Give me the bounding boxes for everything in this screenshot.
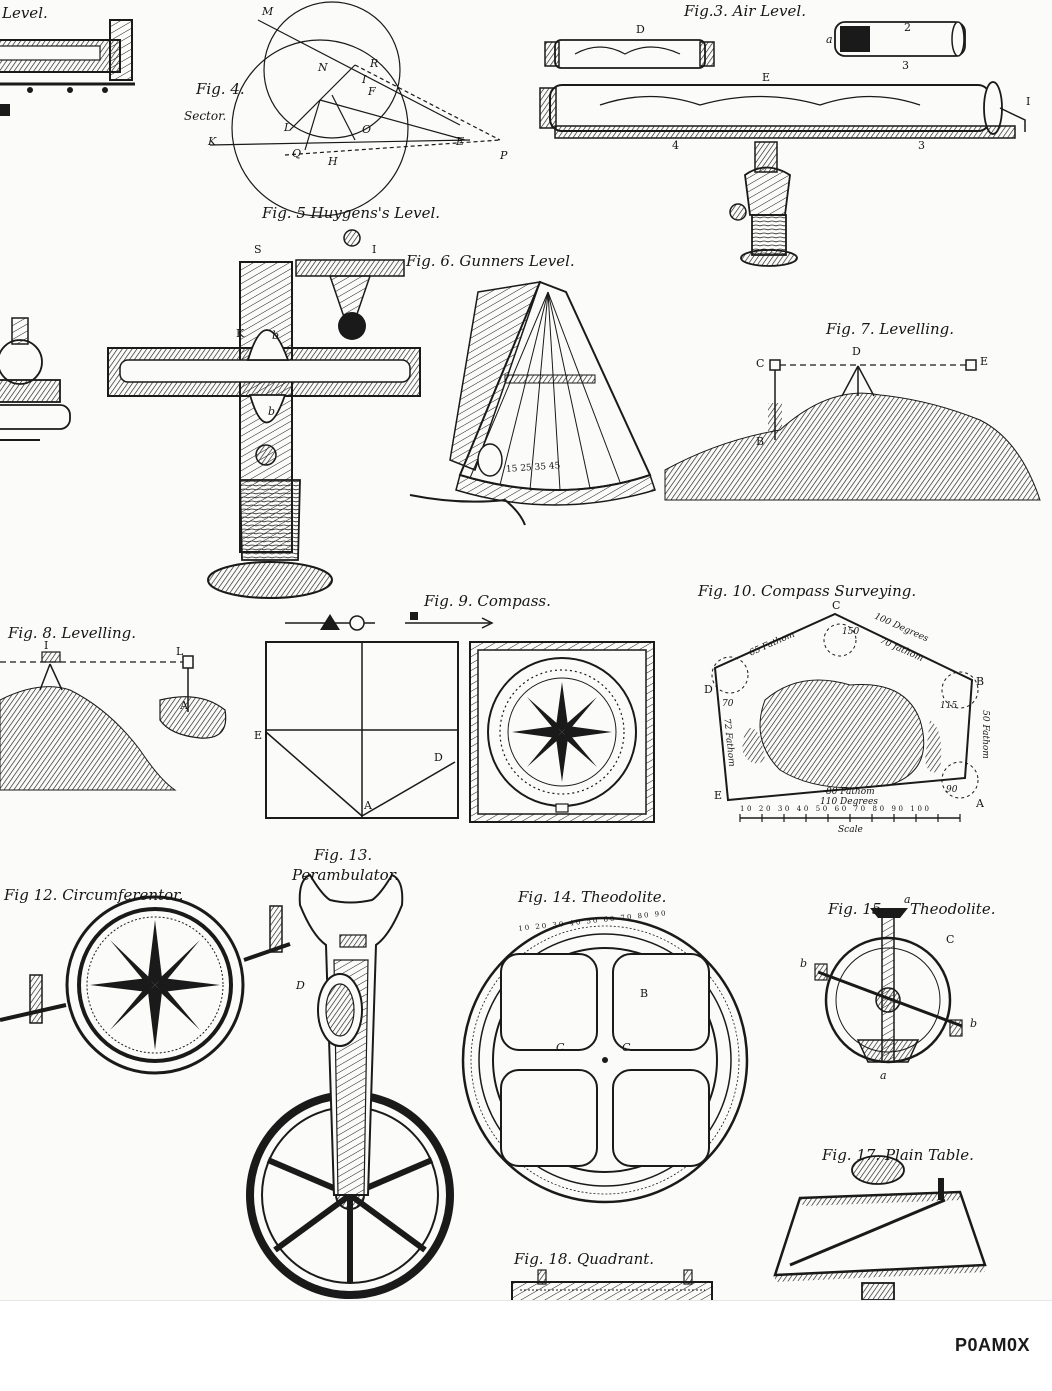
- fig4-letter-k: K: [208, 135, 217, 148]
- fig4-letter-m: M: [262, 5, 274, 18]
- fig10-note-bottom-degrees: 110 Degrees: [820, 797, 878, 807]
- fig4-letter-h: H: [328, 155, 338, 168]
- fig9-letter-a: A: [364, 799, 372, 812]
- fig4-letter-n: N: [318, 61, 328, 74]
- fig13-caption: Perambulator.: [292, 866, 399, 884]
- fig10-letter-e: E: [714, 789, 723, 802]
- fig4-letter-p: P: [500, 149, 508, 162]
- fig13-perambulator-drawing: [246, 873, 454, 1299]
- fig8-letter-i: I: [44, 639, 49, 652]
- stock-id: P0AM0X: [954, 1335, 1030, 1355]
- fig4-letter-e: E: [456, 135, 465, 148]
- fig15-letter-b1: b: [800, 957, 808, 970]
- fig4-letter-r: R: [370, 57, 379, 70]
- fig3-letter-e: E: [762, 71, 771, 84]
- fig10-note-115: 115: [940, 701, 958, 711]
- fig5-letter-i: I: [372, 243, 377, 256]
- fig7-levelling-drawing: [664, 359, 1041, 501]
- fig10-note-70: 70: [722, 699, 734, 709]
- plate-illustrations: [0, 1, 1041, 1300]
- fig8-levelling-drawing: [0, 651, 227, 791]
- fig8-letter-a: A: [180, 699, 188, 712]
- fig7-letter-e: E: [980, 355, 989, 368]
- fig12-circumferentor-drawing: [0, 895, 291, 1075]
- fig5-letter-k: K: [236, 327, 245, 340]
- fig10-note-150: 150: [842, 627, 860, 637]
- fig15-letter-b2: b: [970, 1017, 978, 1030]
- fig4-letter-l: L: [284, 121, 292, 134]
- fig10-note-right: 50 Fathom: [979, 710, 990, 759]
- fig1-caption: Level.: [2, 4, 48, 22]
- fig5-huygens-level-drawing: [107, 229, 421, 599]
- fig9-letter-d: D: [434, 751, 443, 764]
- fig10-letter-b: B: [976, 675, 985, 688]
- fig10-letter-a: A: [976, 797, 984, 810]
- fig7-letter-b: B: [756, 435, 765, 448]
- fig10-scale-numbers: 10 20 30 40 50 60 70 80 90 100: [740, 805, 932, 813]
- fig9-compass-drawing: [265, 612, 655, 823]
- fig6-caption: Fig. 6. Gunners Level.: [406, 252, 575, 270]
- fig4-caption: Fig. 4.: [196, 80, 245, 98]
- fig4-letter-q: Q: [292, 147, 302, 160]
- fig18-quadrant-drawing: [511, 1269, 713, 1300]
- fig3-number-3: 3: [902, 59, 909, 72]
- fig18-caption: Fig. 18. Quadrant.: [514, 1250, 655, 1268]
- fig15-letter-a-top: a: [904, 893, 911, 906]
- fig15-letter-c: C: [946, 933, 955, 946]
- fig15-name: Theodolite.: [910, 900, 996, 918]
- fig5-letter-s: S: [254, 243, 262, 256]
- fig3-letter-i: I: [1026, 95, 1031, 108]
- fig6-gunners-level-drawing: [409, 280, 656, 526]
- fig14-caption: Fig. 14. Theodolite.: [518, 888, 667, 906]
- fig5-letter-b2: b: [268, 405, 276, 418]
- fig10-survey-drawing: [711, 612, 979, 822]
- fig3-caption: Fig.3. Air Level.: [684, 2, 806, 20]
- fig3-letter-d: D: [636, 23, 645, 36]
- fig8-caption: Fig. 8. Levelling.: [8, 624, 137, 642]
- fig9-caption: Fig. 9. Compass.: [424, 592, 551, 610]
- fig5-letter-b: b: [272, 329, 280, 342]
- fig17-plain-table-drawing: [773, 1155, 987, 1300]
- fig5-caption: Fig. 5 Huygens's Level.: [262, 204, 441, 222]
- fig14-theodolite-drawing: [461, 916, 749, 1204]
- fig10-scale-label: Scale: [838, 825, 863, 835]
- fig4-letter-f: F: [368, 85, 376, 98]
- fig10-letter-d: D: [704, 683, 713, 696]
- fig15-letter-a-bottom: a: [880, 1069, 887, 1082]
- fig3-number-4: 4: [672, 139, 679, 152]
- fig4-letter-i: I: [362, 73, 367, 86]
- fig4-sector-drawing: [209, 1, 501, 217]
- watermark-footer: P0AM0X: [0, 1300, 1052, 1391]
- fig10-letter-c: C: [832, 599, 841, 612]
- fig14-letter-b: B: [640, 987, 649, 1000]
- fig10-note-90: 90: [946, 785, 958, 795]
- fig14-letter-c1: C: [556, 1041, 565, 1054]
- fig10-caption: Fig. 10. Compass Surveying.: [698, 582, 917, 600]
- fig7-caption: Fig. 7. Levelling.: [826, 320, 955, 338]
- fig3-letter-a: a: [826, 33, 833, 46]
- fig15-caption: Fig. 15: [828, 900, 882, 918]
- fig4-letter-o: O: [362, 123, 372, 136]
- fig4-sector-caption: Sector.: [184, 109, 227, 123]
- fig3-air-level-drawing: [539, 21, 1026, 267]
- fig1-level-drawing: [0, 19, 135, 116]
- fig14-letter-c2: C: [622, 1041, 631, 1054]
- fig15-theodolite-drawing: [814, 908, 963, 1064]
- fig3-number-2: 2: [904, 21, 911, 34]
- fig3-number-3b: 3: [918, 139, 925, 152]
- engraved-plate: Level. Fig.3. Air Level. Fig. 4. Sector.…: [0, 1, 1041, 1300]
- fig7-letter-c: C: [756, 357, 765, 370]
- fig17-caption: Fig. 17. Plain Table.: [822, 1146, 974, 1164]
- fig7-letter-d: D: [852, 345, 861, 358]
- fig8-letter-l: L: [176, 645, 184, 658]
- fig9-letter-e: E: [254, 729, 263, 742]
- fig13-number: Fig. 13.: [314, 846, 373, 864]
- fig2-level-drawing: [0, 317, 71, 441]
- fig10-note-bottom-fathom: 80 Fathom: [826, 787, 875, 797]
- fig13-letter-d: D: [296, 979, 305, 992]
- fig12-caption: Fig 12. Circumferentor.: [4, 886, 184, 904]
